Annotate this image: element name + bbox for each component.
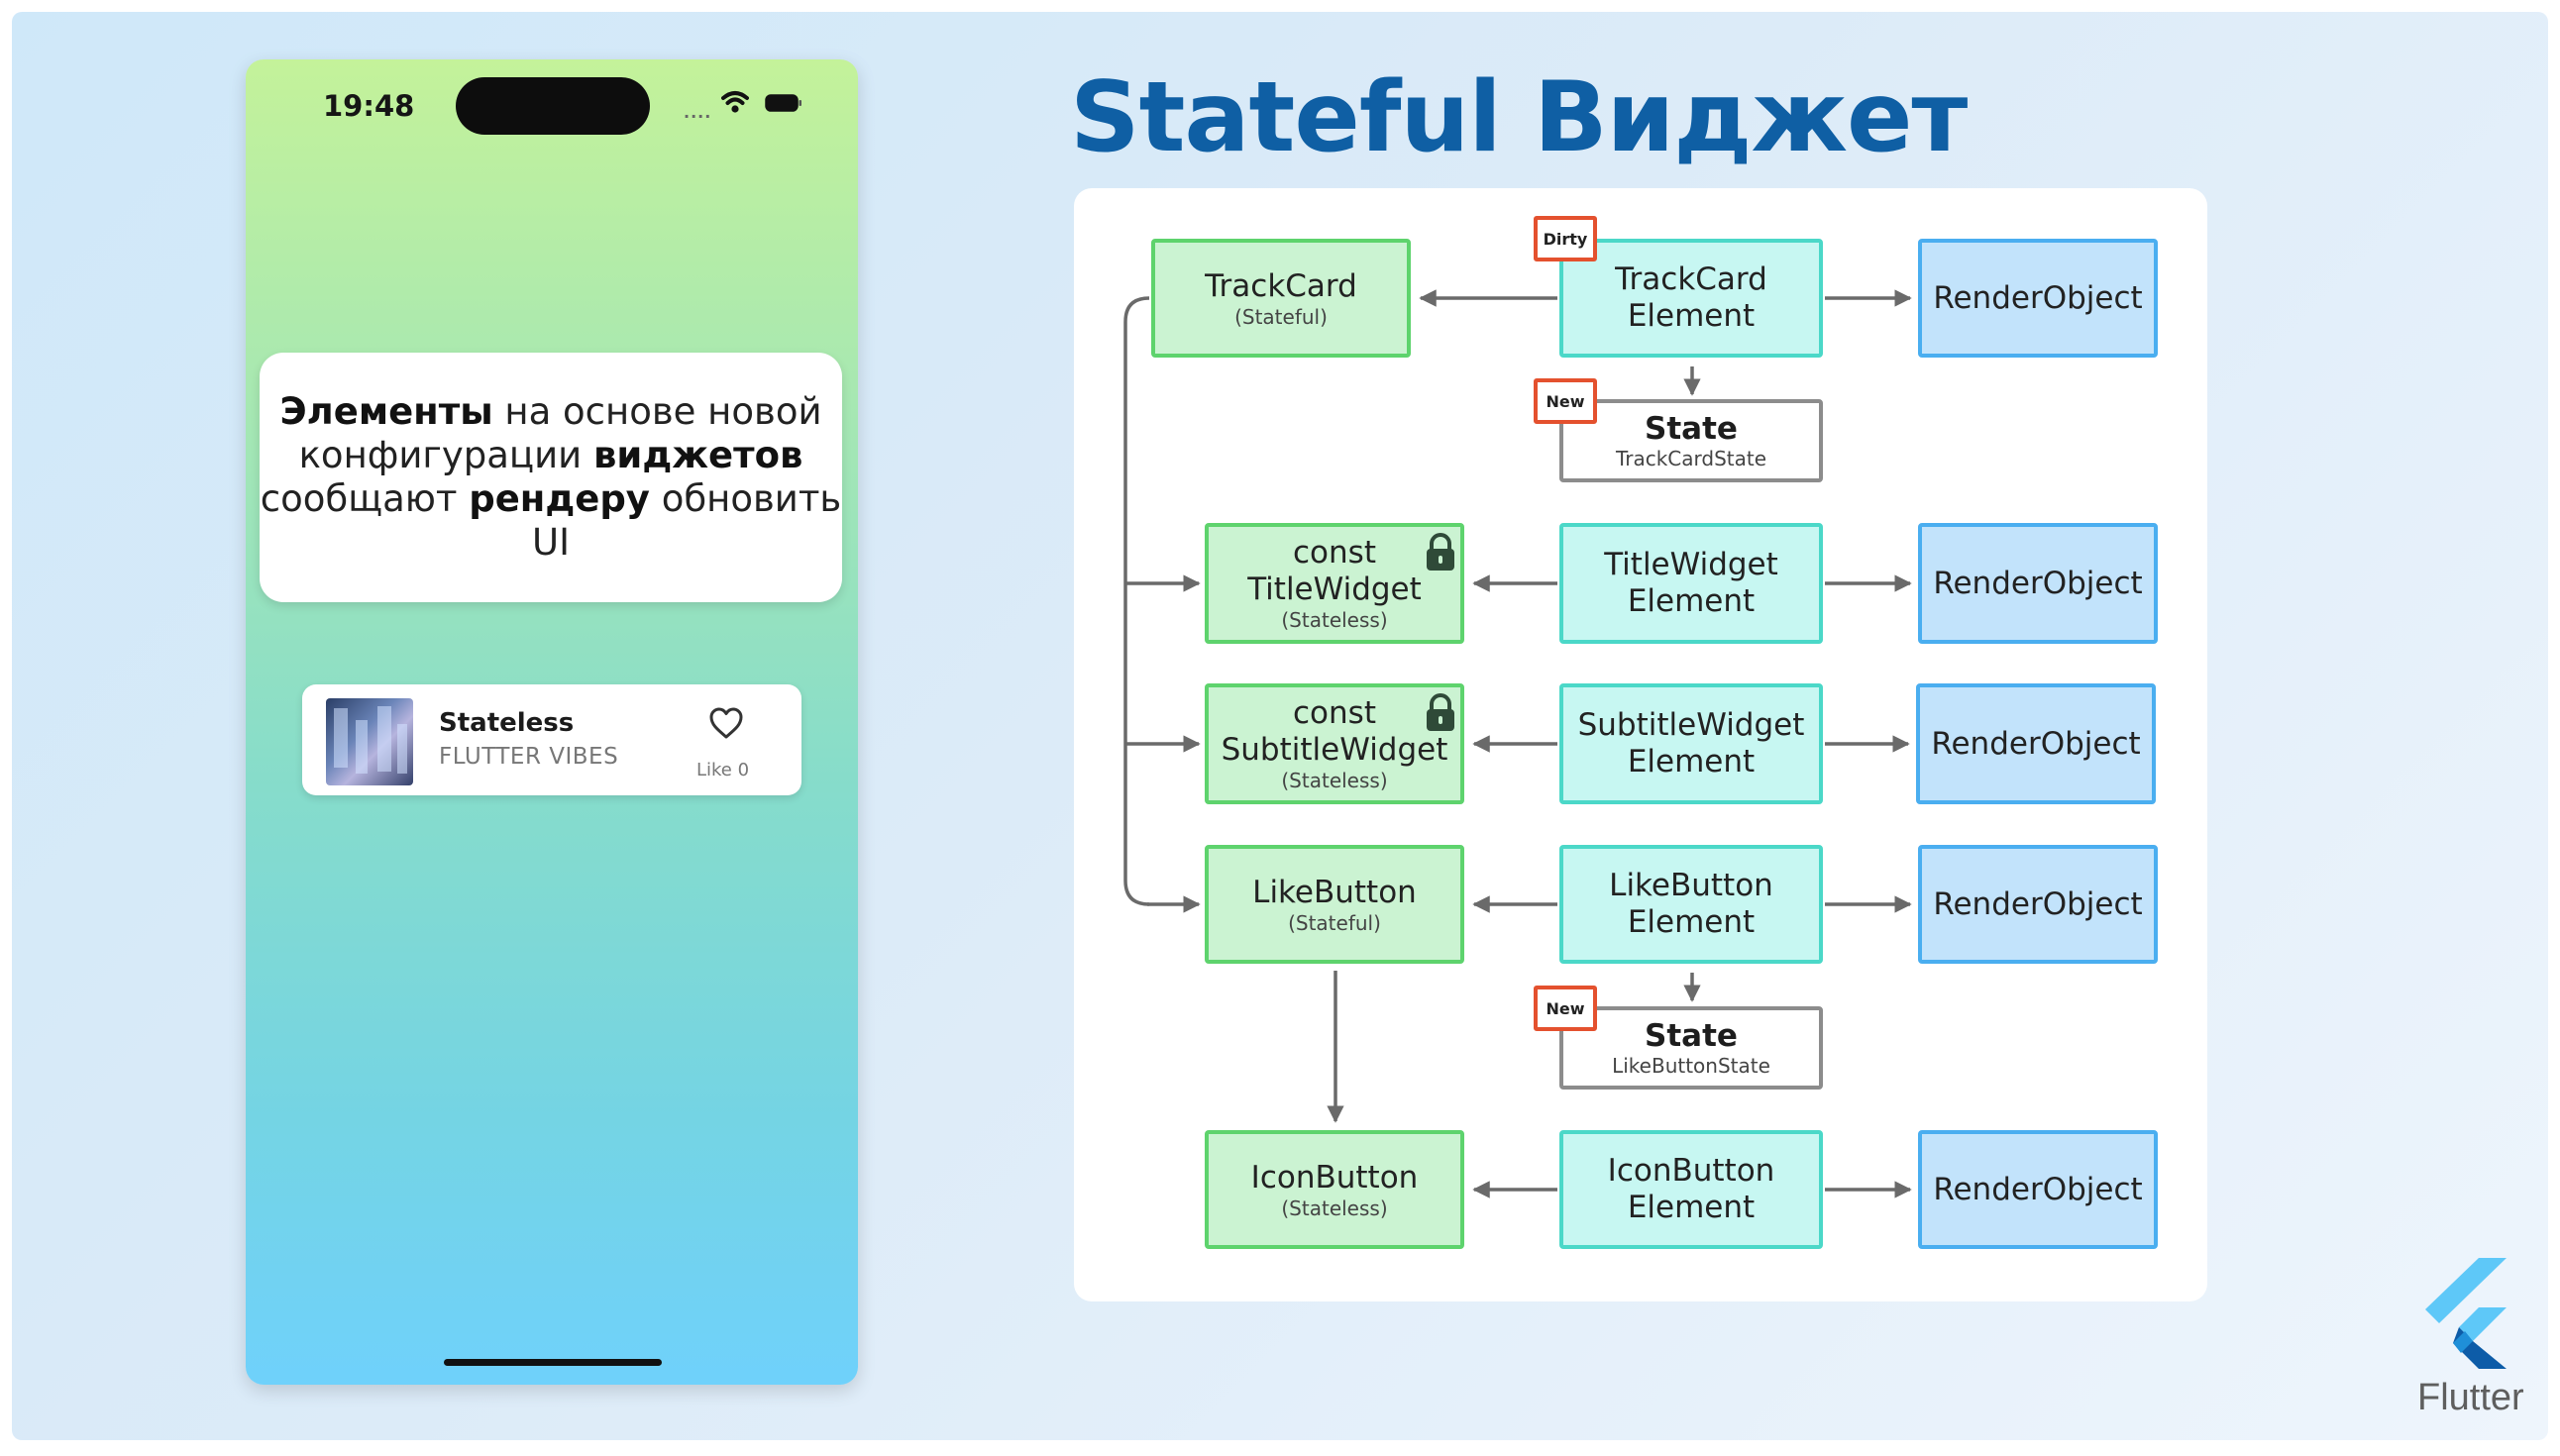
subtitlewidget-const: const <box>1293 695 1376 731</box>
titlewidget-const: const <box>1293 535 1376 571</box>
likebutton-element: LikeButton Element <box>1559 845 1823 964</box>
likebutton-element-line2: Element <box>1627 904 1756 940</box>
subtitlewidget-element-line2: Element <box>1627 744 1756 780</box>
render-object-4: RenderObject <box>1918 845 2158 964</box>
render-object-label: RenderObject <box>1933 885 2143 922</box>
like-count-label[interactable]: Like 0 <box>696 760 750 780</box>
subtitlewidget-element-line1: SubtitleWidget <box>1577 707 1805 743</box>
trackcard-widget: TrackCard (Stateful) <box>1151 239 1411 358</box>
likebutton-widget-name: LikeButton <box>1252 874 1417 910</box>
explanation-text-segment: сообщают <box>260 477 470 520</box>
bracket-trackcard-children <box>1123 296 1150 906</box>
titlewidget-element-line2: Element <box>1627 583 1756 619</box>
render-object-3: RenderObject <box>1916 683 2156 804</box>
trackcard-state: State TrackCardState <box>1559 399 1823 482</box>
lock-icon <box>1427 533 1454 571</box>
explanation-text-segment: Элементы <box>279 390 493 433</box>
state-name: TrackCardState <box>1615 447 1767 470</box>
iconbutton-element: IconButton Element <box>1559 1130 1823 1249</box>
status-time: 19:48 <box>323 89 415 123</box>
phone-mockup: 19:48 .... Элементы на основе новой конф… <box>246 59 858 1385</box>
iconbutton-widget: IconButton (Stateless) <box>1205 1130 1464 1249</box>
explanation-text-segment: виджетов <box>592 434 803 476</box>
dirty-tag: Dirty <box>1534 216 1597 261</box>
trackcard-element-line1: TrackCard <box>1615 261 1767 297</box>
flutter-brand-label: Flutter <box>2417 1377 2524 1418</box>
likebutton-widget: LikeButton (Stateful) <box>1205 845 1464 964</box>
state-name: LikeButtonState <box>1612 1054 1770 1078</box>
explanation-text: Элементы на основе новой конфигурации ви… <box>260 390 842 565</box>
explanation-text-segment: рендеру <box>469 477 650 520</box>
titlewidget-element: TitleWidget Element <box>1559 523 1823 644</box>
battery-icon <box>765 94 801 112</box>
heart-icon[interactable] <box>708 706 744 740</box>
explanation-text-segment: на основе новой конфигурации <box>298 390 822 476</box>
iconbutton-element-line2: Element <box>1627 1190 1756 1225</box>
iconbutton-widget-name: IconButton <box>1250 1159 1419 1196</box>
likebutton-widget-kind: (Stateful) <box>1288 910 1381 935</box>
render-object-2: RenderObject <box>1918 523 2158 644</box>
trackcard-element-line2: Element <box>1627 298 1756 334</box>
render-object-1: RenderObject <box>1918 239 2158 358</box>
titlewidget-widget: const TitleWidget (Stateless) <box>1205 523 1464 644</box>
trackcard-widget-kind: (Stateful) <box>1234 304 1328 329</box>
titlewidget-kind: (Stateless) <box>1281 608 1388 632</box>
iconbutton-element-line1: IconButton <box>1607 1153 1775 1189</box>
explanation-card: Элементы на основе новой конфигурации ви… <box>260 353 842 602</box>
render-object-label: RenderObject <box>1933 279 2143 316</box>
state-title: State <box>1645 1018 1738 1054</box>
new-tag: New <box>1534 986 1597 1031</box>
likebutton-element-line1: LikeButton <box>1609 868 1773 903</box>
home-indicator[interactable] <box>444 1359 662 1366</box>
render-object-label: RenderObject <box>1933 1171 2143 1207</box>
render-object-5: RenderObject <box>1918 1130 2158 1249</box>
track-card[interactable]: Stateless FLUTTER VIBES Like 0 <box>302 684 801 795</box>
state-title: State <box>1645 411 1738 447</box>
iconbutton-widget-kind: (Stateless) <box>1281 1196 1388 1220</box>
explanation-text-segment: обновить UI <box>532 477 842 564</box>
titlewidget-element-line1: TitleWidget <box>1604 547 1778 582</box>
render-object-label: RenderObject <box>1931 725 2141 762</box>
lock-icon <box>1427 693 1454 731</box>
render-object-label: RenderObject <box>1933 565 2143 601</box>
subtitlewidget-name: SubtitleWidget <box>1221 732 1448 768</box>
trackcard-element: TrackCard Element <box>1559 239 1823 358</box>
track-subtitle: FLUTTER VIBES <box>439 744 619 770</box>
dynamic-island <box>456 77 650 135</box>
trackcard-widget-name: TrackCard <box>1205 267 1357 304</box>
subtitlewidget-element: SubtitleWidget Element <box>1559 683 1823 804</box>
album-cover-image <box>326 698 413 785</box>
slide-title: Stateful Виджет <box>1070 61 1968 174</box>
wifi-icon <box>721 91 749 113</box>
titlewidget-name: TitleWidget <box>1247 572 1422 607</box>
likebutton-state: State LikeButtonState <box>1559 1006 1823 1090</box>
flutter-logo-icon <box>2425 1258 2507 1369</box>
track-title: Stateless <box>439 708 575 738</box>
new-tag: New <box>1534 378 1597 424</box>
subtitlewidget-kind: (Stateless) <box>1281 769 1388 792</box>
subtitlewidget-widget: const SubtitleWidget (Stateless) <box>1205 683 1464 804</box>
cellular-signal-icon: .... <box>684 103 712 122</box>
